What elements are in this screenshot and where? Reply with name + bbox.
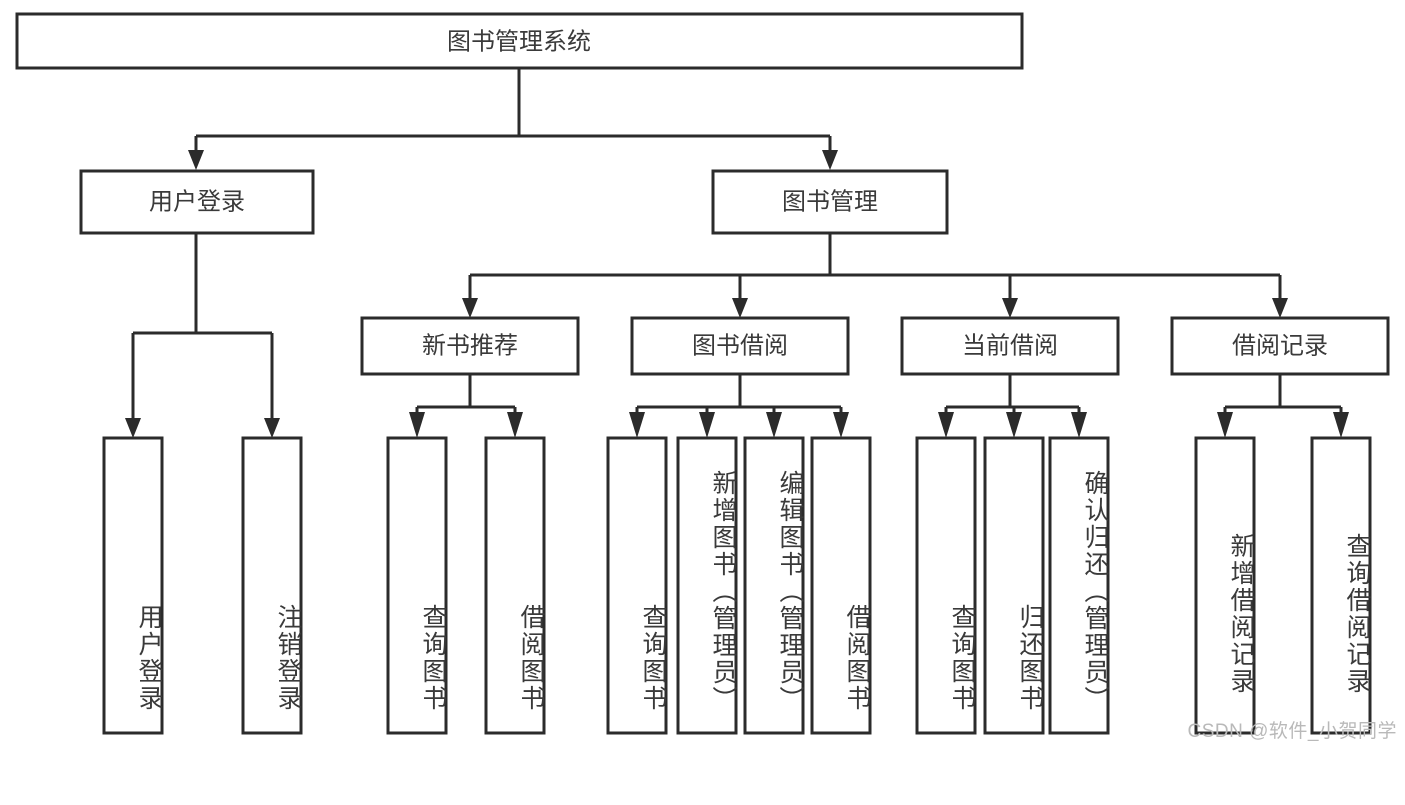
node-box-leaf-book-borrow-2[interactable] — [743, 436, 805, 735]
node-label-book-management: 图书管理 — [782, 188, 878, 215]
node-box-leaf-new-book-1[interactable] — [484, 436, 546, 735]
node-box-root[interactable] — [15, 12, 1024, 70]
node-label-borrow-record: 借阅记录 — [1232, 332, 1328, 359]
node-label-book-borrow: 图书借阅 — [692, 332, 788, 359]
node-box-leaf-new-book-0[interactable] — [386, 436, 448, 735]
node-box-leaf-current-borrow-2[interactable] — [1048, 436, 1110, 735]
arrow-current-borrow-child-0 — [938, 412, 954, 438]
arrow-current-borrow-child-1 — [1006, 412, 1022, 438]
node-box-book-management[interactable] — [711, 169, 949, 235]
nodes-group: 图书管理系统 用户登录 图书管理 新书推荐 图书借阅 当前借阅 借阅记录 — [15, 12, 1390, 735]
arrow-user-login-child-1 — [264, 418, 280, 438]
diagram-root: 图书管理系统 用户登录 图书管理 新书推荐 图书借阅 当前借阅 借阅记录 — [15, 12, 1397, 742]
arrow-root-to-book-mgmt — [822, 150, 838, 170]
node-box-current-borrow[interactable] — [900, 316, 1120, 376]
node-box-leaf-user-login-1[interactable] — [241, 436, 303, 735]
arrow-book-mgmt-child-0 — [462, 298, 478, 318]
node-box-new-book-recommend[interactable] — [360, 316, 580, 376]
arrow-user-login-child-0 — [125, 418, 141, 438]
arrow-book-borrow-child-1 — [699, 412, 715, 438]
node-box-leaf-book-borrow-1[interactable] — [676, 436, 738, 735]
node-box-leaf-book-borrow-3[interactable] — [810, 436, 872, 735]
node-box-leaf-current-borrow-0[interactable] — [915, 436, 977, 735]
arrow-book-mgmt-child-2 — [1002, 298, 1018, 318]
arrow-borrow-record-child-0 — [1217, 412, 1233, 438]
node-box-user-login[interactable] — [79, 169, 315, 235]
arrow-book-mgmt-child-1 — [732, 298, 748, 318]
arrow-borrow-record-child-1 — [1333, 412, 1349, 438]
arrow-current-borrow-child-2 — [1071, 412, 1087, 438]
node-label-new-book-recommend: 新书推荐 — [422, 332, 518, 359]
node-label-root: 图书管理系统 — [447, 28, 591, 55]
arrow-book-borrow-child-2 — [766, 412, 782, 438]
arrow-root-to-user-login — [188, 150, 204, 170]
connectors-group — [125, 68, 1349, 438]
diagram-canvas: 图书管理系统 用户登录 图书管理 新书推荐 图书借阅 当前借阅 借阅记录 — [15, 12, 1390, 735]
arrow-book-mgmt-child-3 — [1272, 298, 1288, 318]
arrow-book-borrow-child-3 — [833, 412, 849, 438]
node-box-leaf-book-borrow-0[interactable] — [606, 436, 668, 735]
watermark-text: CSDN @软件_小贺同学 — [1187, 721, 1397, 742]
node-box-leaf-current-borrow-1[interactable] — [983, 436, 1045, 735]
node-box-leaf-borrow-record-1[interactable] — [1310, 436, 1372, 735]
node-box-leaf-borrow-record-0[interactable] — [1194, 436, 1256, 735]
node-box-leaf-user-login-0[interactable] — [102, 436, 164, 735]
arrow-book-borrow-child-0 — [629, 412, 645, 438]
node-box-book-borrow[interactable] — [630, 316, 850, 376]
node-label-current-borrow: 当前借阅 — [962, 332, 1058, 359]
node-label-user-login: 用户登录 — [149, 188, 245, 215]
arrow-new-book-child-1 — [507, 412, 523, 438]
node-box-borrow-record[interactable] — [1170, 316, 1390, 376]
arrow-new-book-child-0 — [409, 412, 425, 438]
